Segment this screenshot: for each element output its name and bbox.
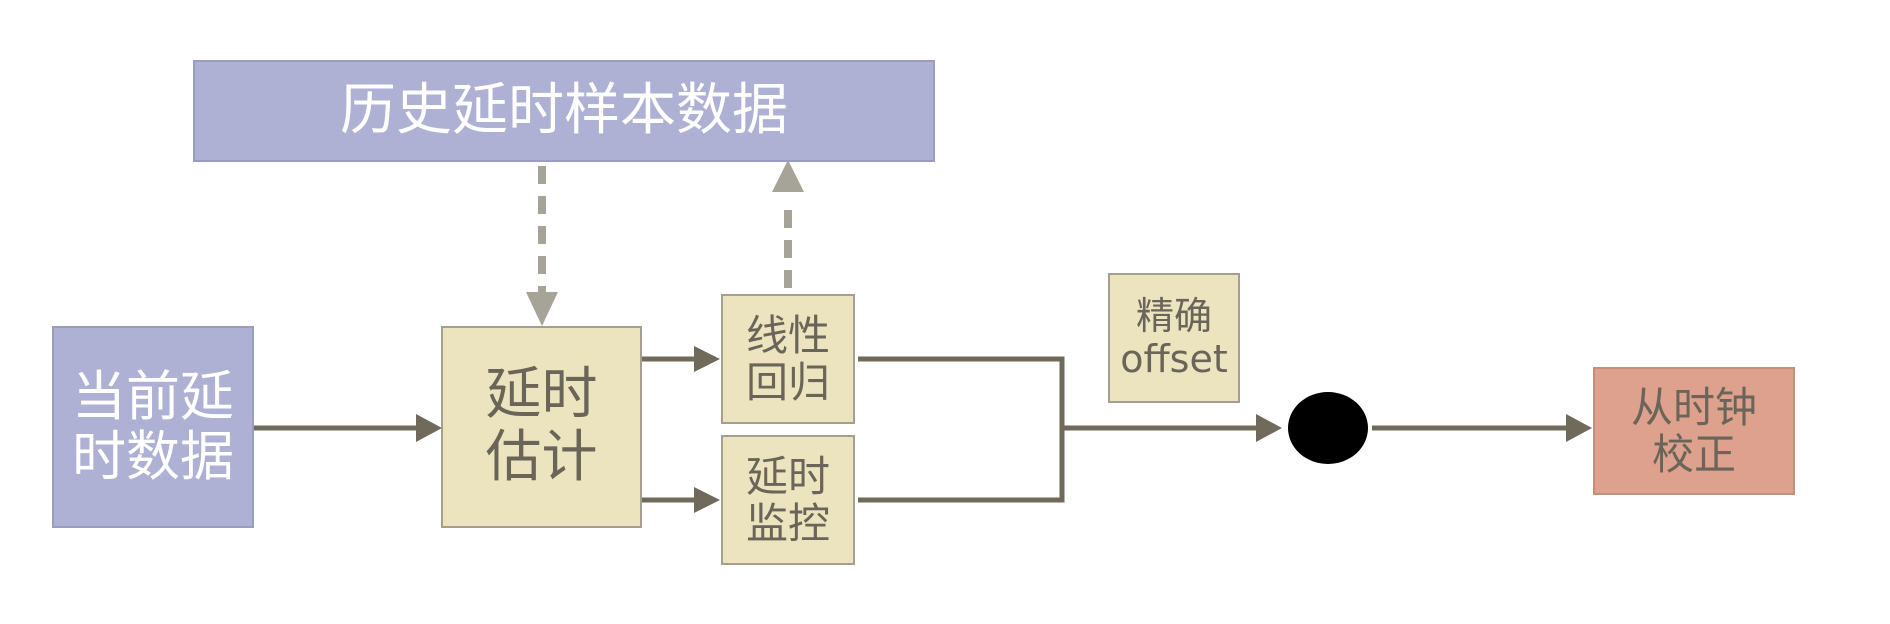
junction-dot (1288, 392, 1368, 464)
current-delay-data-label: 当前延 时数据 (72, 364, 234, 488)
arrowhead-dot (1256, 414, 1282, 442)
linear-regression-label: 线性 回归 (745, 310, 830, 407)
history-delay-samples-box: 历史延时样本数据 (193, 60, 935, 162)
current-delay-data-box: 当前延 时数据 (52, 326, 254, 528)
delay-estimation-label: 延时 估计 (485, 362, 598, 490)
merge-line-top (858, 356, 1065, 503)
dashed-arrowhead-estimate (526, 292, 558, 326)
arrowhead-correction (1566, 414, 1592, 442)
arrowhead-linear (694, 346, 720, 372)
arrowhead-monitor (694, 487, 720, 513)
slave-clock-correction-label: 从时钟 校正 (1630, 382, 1757, 479)
precise-offset-box: 精确 offset (1108, 273, 1240, 403)
delay-estimation-box: 延时 估计 (441, 326, 642, 528)
delay-monitoring-label: 延时 监控 (745, 451, 830, 548)
arrowhead-estimate (416, 414, 442, 442)
linear-regression-box: 线性 回归 (721, 294, 855, 424)
delay-monitoring-box: 延时 监控 (721, 435, 855, 565)
slave-clock-correction-box: 从时钟 校正 (1593, 367, 1795, 495)
dashed-arrowhead-history (772, 160, 804, 192)
history-delay-samples-label: 历史延时样本数据 (340, 77, 788, 143)
precise-offset-label: 精确 offset (1120, 294, 1228, 381)
